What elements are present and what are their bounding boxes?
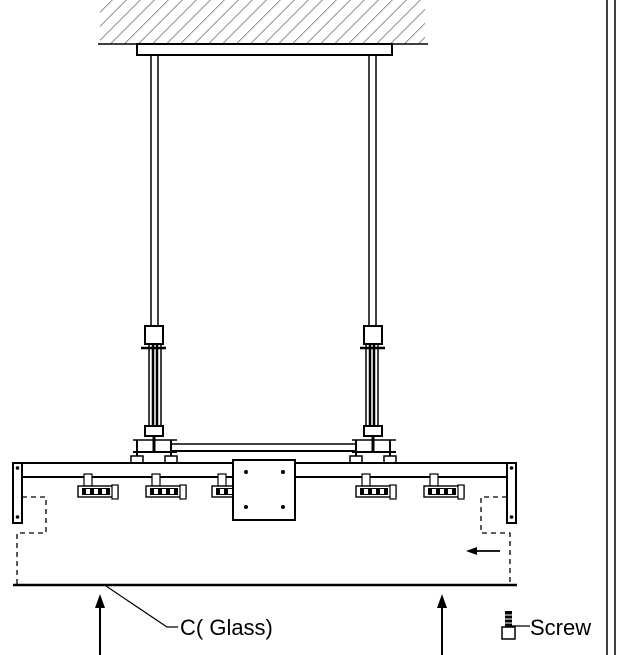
glass-outline-dashed <box>16 496 511 585</box>
insert-direction-arrow <box>466 547 500 555</box>
connector-bar <box>171 443 356 452</box>
left-height-adjuster <box>130 325 178 464</box>
right-end-bracket <box>506 462 517 524</box>
right-height-adjuster <box>349 325 397 464</box>
glass-leader-line <box>105 585 178 628</box>
right-lift-arrow <box>437 594 447 655</box>
right-suspension-rod <box>368 55 377 330</box>
ceiling-hatch <box>98 0 428 45</box>
left-end-bracket <box>12 462 23 524</box>
screw-label: Screw <box>530 615 591 640</box>
center-junction-box <box>232 459 296 521</box>
right-frame-border <box>606 0 616 655</box>
ceiling-canopy-plate <box>136 43 393 56</box>
screw-icon <box>501 611 530 640</box>
left-suspension-rod <box>150 55 159 330</box>
glass-label: C( Glass) <box>180 615 273 640</box>
left-lift-arrow <box>95 594 105 655</box>
